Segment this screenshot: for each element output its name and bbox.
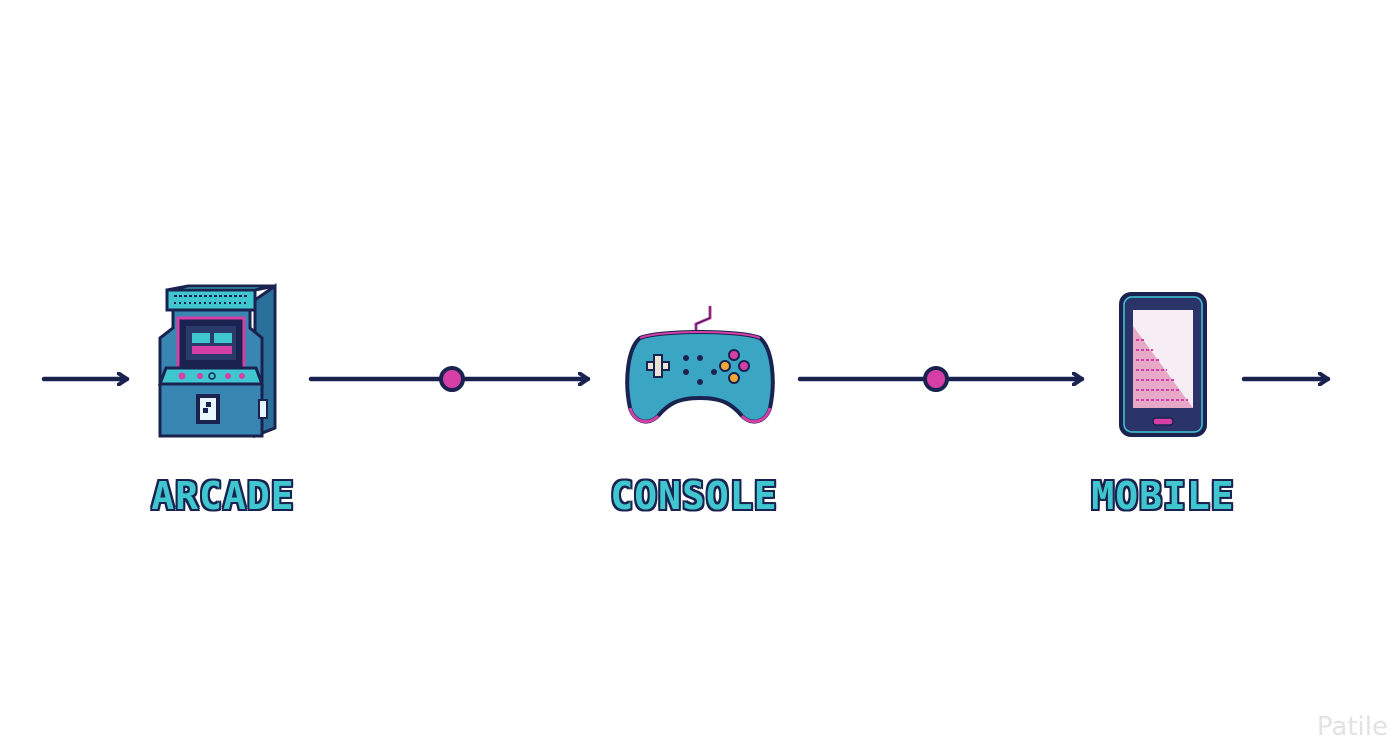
stage-label-arcade: ARCADE	[151, 474, 295, 518]
gamepad-icon	[625, 306, 775, 424]
watermark: Patile	[1316, 712, 1388, 742]
timeline-node-2	[923, 366, 949, 392]
arcade-cabinet-icon	[157, 283, 277, 439]
timeline-node-1	[439, 366, 465, 392]
stage-label-console: CONSOLE	[610, 474, 778, 518]
stage-label-mobile: MOBILE	[1091, 474, 1235, 518]
smartphone-icon	[1119, 292, 1207, 437]
